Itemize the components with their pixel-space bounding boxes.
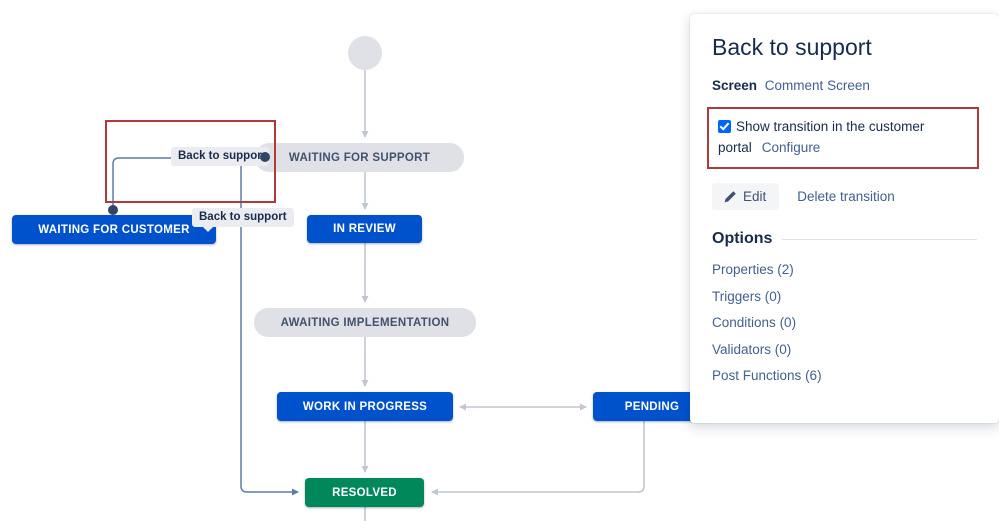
option-validators[interactable]: Validators (0) bbox=[712, 337, 977, 363]
option-count: (0) bbox=[764, 288, 782, 304]
node-label: PENDING bbox=[624, 400, 680, 413]
node-label: WAITING FOR CUSTOMER bbox=[38, 223, 190, 236]
pencil-icon bbox=[724, 191, 736, 203]
option-properties[interactable]: Properties (2) bbox=[712, 257, 977, 283]
transition-details-panel: Back to support Screen Comment Screen Sh… bbox=[690, 14, 999, 423]
transition-label-back-to-support-top[interactable]: Back to suppor bbox=[171, 147, 269, 166]
transition-label-back-to-support-bottom[interactable]: Back to support bbox=[192, 208, 294, 232]
node-label: AWAITING IMPLEMENTATION bbox=[280, 316, 450, 329]
edit-button[interactable]: Edit bbox=[712, 183, 780, 211]
option-label: Validators bbox=[712, 341, 772, 357]
edit-button-label: Edit bbox=[743, 189, 767, 205]
option-post-functions[interactable]: Post Functions (6) bbox=[712, 363, 977, 389]
option-count: (2) bbox=[777, 262, 794, 278]
option-conditions[interactable]: Conditions (0) bbox=[712, 310, 977, 336]
show-transition-label: Show transition in the customer portal bbox=[718, 118, 925, 155]
node-label: RESOLVED bbox=[332, 486, 397, 499]
option-label: Properties bbox=[712, 262, 774, 278]
option-triggers[interactable]: Triggers (0) bbox=[712, 284, 977, 310]
option-label: Conditions bbox=[712, 315, 776, 331]
configure-link[interactable]: Configure bbox=[761, 139, 821, 155]
workflow-node-start[interactable] bbox=[348, 36, 382, 70]
screen-value-link[interactable]: Comment Screen bbox=[764, 77, 870, 93]
workflow-node-waiting-for-customer[interactable]: WAITING FOR CUSTOMER bbox=[12, 215, 216, 244]
transition-endpoint-dot-lower[interactable] bbox=[108, 205, 118, 215]
options-header: Options bbox=[712, 230, 977, 248]
screen-row: Screen Comment Screen bbox=[712, 78, 977, 93]
annotation-rectangle-transition bbox=[105, 120, 276, 203]
action-row: Edit Delete transition bbox=[712, 183, 977, 211]
panel-title: Back to support bbox=[712, 34, 872, 60]
option-count: (6) bbox=[805, 368, 822, 384]
workflow-node-awaiting-implementation[interactable]: AWAITING IMPLEMENTATION bbox=[254, 308, 476, 337]
transition-endpoint-dot-upper[interactable] bbox=[260, 152, 270, 162]
option-label: Triggers bbox=[712, 288, 762, 304]
option-count: (0) bbox=[779, 315, 797, 331]
show-transition-checkbox[interactable] bbox=[718, 119, 731, 133]
node-label: WAITING FOR SUPPORT bbox=[288, 151, 431, 164]
option-label: Post Functions bbox=[712, 368, 802, 384]
workflow-node-in-review[interactable]: IN REVIEW bbox=[307, 215, 422, 243]
delete-transition-link[interactable]: Delete transition bbox=[797, 189, 895, 205]
workflow-node-work-in-progress[interactable]: WORK IN PROGRESS bbox=[277, 392, 453, 421]
options-title: Options bbox=[712, 230, 773, 248]
node-label: WORK IN PROGRESS bbox=[302, 400, 428, 413]
screen-label: Screen bbox=[712, 77, 758, 93]
option-count: (0) bbox=[774, 341, 792, 357]
node-label: IN REVIEW bbox=[333, 223, 396, 235]
options-divider bbox=[782, 238, 977, 240]
workflow-node-waiting-for-support[interactable]: WAITING FOR SUPPORT bbox=[255, 143, 464, 172]
workflow-node-resolved[interactable]: RESOLVED bbox=[305, 478, 424, 507]
